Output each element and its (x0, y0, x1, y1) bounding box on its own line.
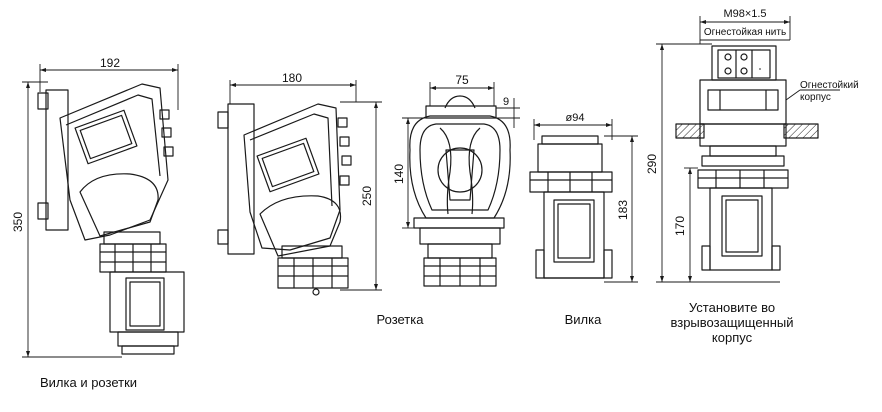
front-view-drawing (409, 95, 511, 287)
dim-install-lower: 170 (673, 216, 687, 236)
caption-plug-and-sockets: Вилка и розетки (40, 375, 138, 390)
dim-thread: M98×1.5 (723, 8, 766, 20)
caption-socket: Розетка (376, 312, 424, 327)
dim-combo-width: 192 (100, 56, 120, 70)
combo-view-dimension-lines (22, 64, 179, 358)
dim-combo-height: 350 (11, 212, 25, 232)
dim-socket-width: 180 (282, 71, 302, 85)
caption-install-line-3: корпус (711, 330, 753, 345)
dim-install-total: 290 (645, 154, 659, 174)
caption-plug: Вилка (564, 312, 602, 327)
install-view-dimension-lines (656, 16, 840, 283)
dim-plug-height: 183 (616, 200, 630, 220)
label-fireproof-thread: Огнестойкая нить (704, 27, 786, 38)
plug-view-drawing (529, 135, 613, 279)
combo-view-drawing (37, 83, 185, 355)
dim-front-small: 9 (503, 96, 509, 108)
dim-front-height: 140 (392, 164, 406, 184)
plug-view-dimension-lines (533, 119, 638, 283)
label-fireproof-body-2: корпус (800, 92, 831, 103)
install-view-drawing (675, 45, 819, 271)
caption-install: Установите во взрывозащищенный корпус (648, 300, 816, 345)
dim-plug-diameter: ø94 (566, 112, 585, 124)
dim-socket-height: 250 (360, 186, 374, 206)
front-view-dimension-lines (402, 82, 520, 229)
socket-view-drawing (217, 103, 352, 296)
dimension-arrowheads (26, 20, 790, 357)
socket-view-dimension-lines (229, 80, 382, 291)
caption-install-line-1: Установите во (688, 300, 776, 315)
label-fireproof-body-1: Огнестойкий (800, 80, 859, 91)
caption-install-line-2: взрывозащищенный (670, 315, 794, 330)
dim-front-width: 75 (455, 73, 469, 87)
